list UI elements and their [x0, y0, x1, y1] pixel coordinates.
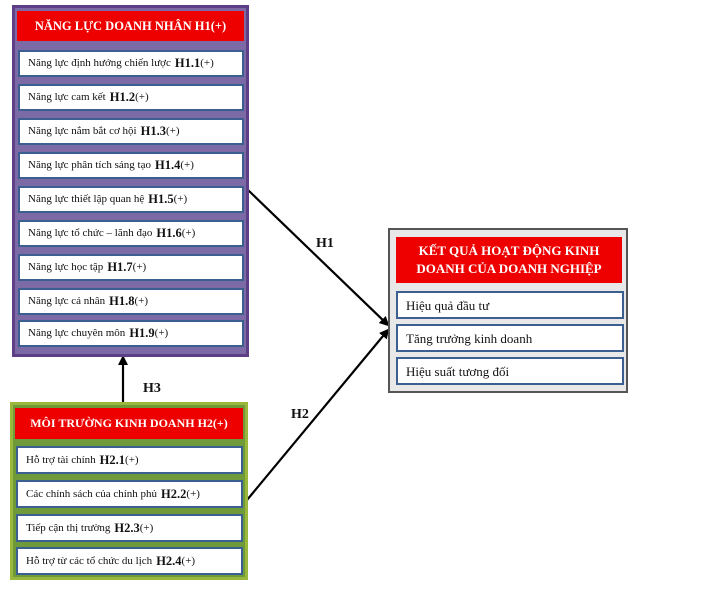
h2-arrow: [246, 328, 390, 501]
environment-title: MÔI TRƯỜNG KINH DOANH H2(+): [15, 408, 243, 439]
performance-item: Hiệu quả đầu tư: [396, 291, 624, 319]
performance-item: Hiệu suất tương đối: [396, 357, 624, 385]
h1-arrow: [247, 189, 390, 327]
performance-panel: KẾT QUẢ HOẠT ĐỘNG KINH DOANH CỦA DOANH N…: [388, 228, 628, 393]
environment-panel: MÔI TRƯỜNG KINH DOANH H2(+) Hỗ trợ tài c…: [10, 402, 248, 580]
h1-label: H1: [316, 236, 334, 251]
h2-label: H2: [291, 407, 309, 422]
performance-item: Tăng trưởng kinh doanh: [396, 324, 624, 352]
competence-title: NĂNG LỰC DOANH NHÂN H1(+): [17, 11, 244, 41]
h3-label: H3: [143, 381, 161, 396]
competence-panel: NĂNG LỰC DOANH NHÂN H1(+) Năng lực định …: [12, 5, 249, 357]
performance-title: KẾT QUẢ HOẠT ĐỘNG KINH DOANH CỦA DOANH N…: [396, 237, 622, 283]
